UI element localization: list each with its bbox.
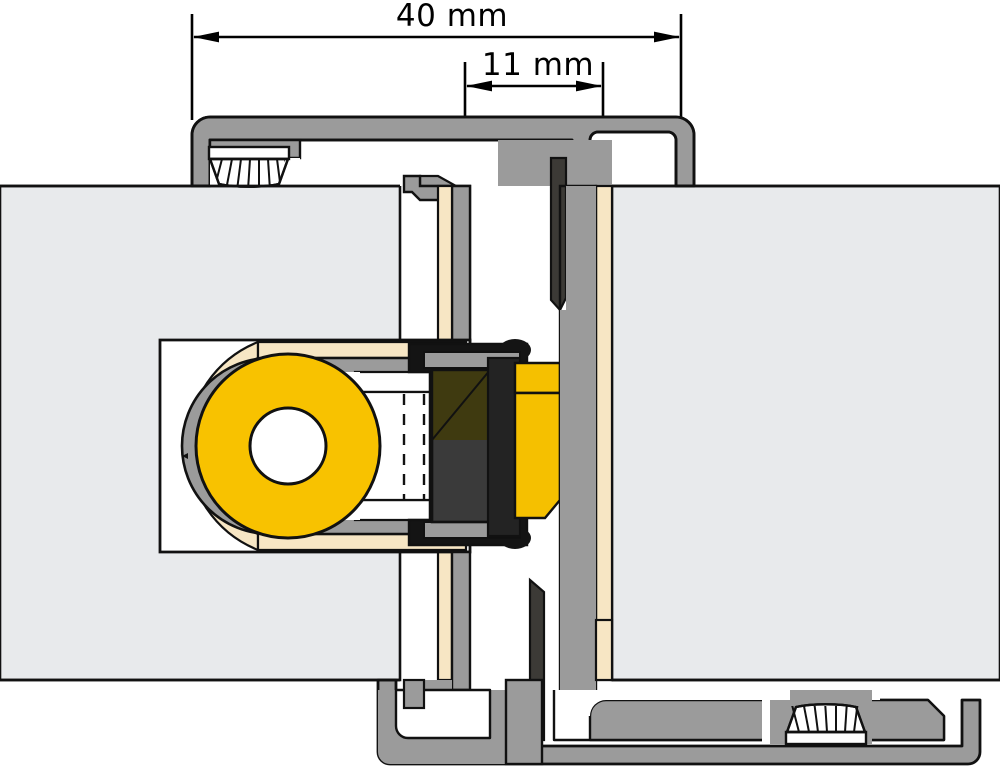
right-glass-cream-edge xyxy=(594,184,614,682)
roller-wheel-bore xyxy=(248,406,328,486)
left-glass-bottom-nub xyxy=(402,678,426,710)
bottom-brush-base xyxy=(784,730,868,746)
bottom-brush-seal xyxy=(784,703,868,746)
left-glass-cream-edge-lower xyxy=(436,546,454,682)
top-brush-base xyxy=(207,145,291,161)
dimension-overall-width: 40 mm xyxy=(190,0,683,120)
right-glass-panel xyxy=(610,184,1000,682)
top-brush-seal xyxy=(207,145,291,188)
block-hatch-diagonal xyxy=(431,369,491,441)
dimension-label-inner: 11 mm xyxy=(482,47,594,83)
bearing-slot-bottom xyxy=(353,498,432,522)
bottom-rail-mid-web xyxy=(504,678,544,766)
wedge-clamp-lower xyxy=(513,391,562,520)
bearing-slot-top xyxy=(353,370,432,394)
left-sash-stile-lower xyxy=(450,550,472,692)
dimension-label-overall: 40 mm xyxy=(396,0,508,34)
left-glass-cream-edge-upper xyxy=(436,184,454,348)
dimension-inner-width: 11 mm xyxy=(463,47,605,120)
left-sash-stile-upper xyxy=(452,186,470,345)
threaded-screw xyxy=(402,394,426,500)
right-glass-cream-edge-bottom xyxy=(594,618,614,682)
axle-tick-marker xyxy=(182,453,188,459)
upper-gasket-strip xyxy=(549,156,568,312)
top-rail-outline xyxy=(190,115,696,188)
top-rail-stem-upper xyxy=(572,140,612,186)
wedge-clamp-upper xyxy=(513,361,562,395)
bottom-brush-outline xyxy=(785,703,867,734)
center-mullion-mid-fill xyxy=(560,310,566,690)
center-mullion-upper-fill xyxy=(566,186,596,690)
